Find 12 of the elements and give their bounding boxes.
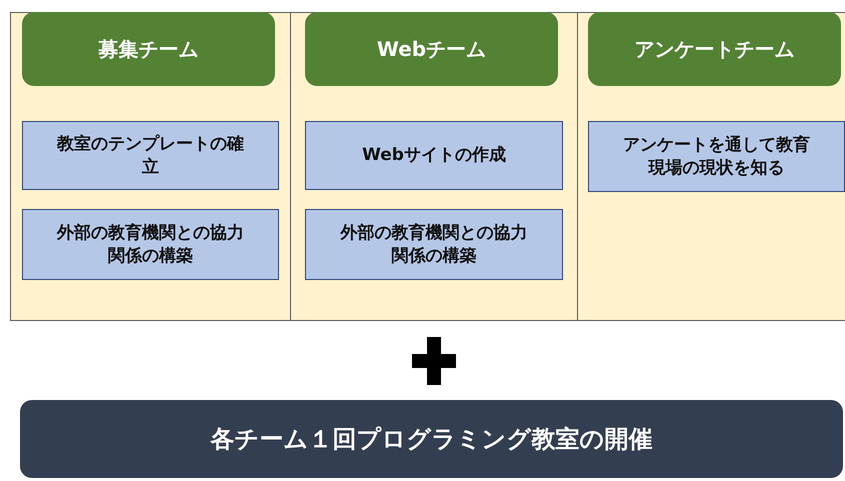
task-box: Webサイトの作成	[305, 121, 563, 190]
column-panel	[577, 12, 845, 321]
task-box: 外部の教育機関との協力関係の構築	[305, 209, 563, 280]
task-box: アンケートを通して教育現場の現状を知る	[588, 121, 845, 192]
summary-bar: 各チーム１回プログラミング教室の開催	[20, 400, 843, 478]
team-header: アンケートチーム	[588, 12, 841, 86]
team-header: 募集チーム	[22, 12, 275, 86]
column-panel	[10, 12, 291, 321]
task-box: 教室のテンプレートの確立	[22, 121, 279, 190]
team-header: Webチーム	[305, 12, 558, 86]
task-box: 外部の教育機関との協力関係の構築	[22, 209, 279, 280]
column-panel	[290, 12, 578, 321]
